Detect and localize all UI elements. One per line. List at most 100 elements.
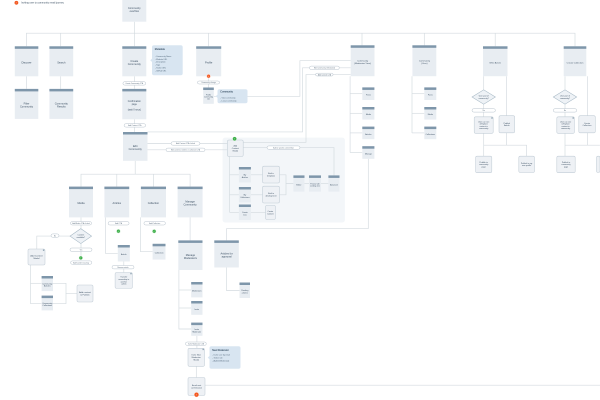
svg-text:Edit Community CTA clicked: Edit Community CTA clicked xyxy=(314,67,335,70)
svg-text:articles: articles xyxy=(242,291,248,294)
svg-text:own profile: own profile xyxy=(522,164,531,167)
svg-text:Moderator: Moderator xyxy=(192,356,201,359)
svg-text:Community: Community xyxy=(357,59,369,62)
svg-text:- Invite user by email: - Invite user by email xyxy=(213,354,231,357)
svg-text:Invite: Invite xyxy=(195,308,200,311)
svg-text:Profile: Profile xyxy=(205,60,213,64)
svg-text:Community: Community xyxy=(220,91,233,94)
svg-text:page: page xyxy=(482,166,486,168)
svg-text:Manage: Manage xyxy=(365,153,372,155)
svg-text:Collections: Collections xyxy=(426,133,435,136)
svg-text:page: page xyxy=(564,166,568,168)
svg-text:Edit content or delete or coll: Edit content or delete or collection CTA xyxy=(171,149,201,152)
svg-text:Invite Moderator CTA: Invite Moderator CTA xyxy=(188,342,205,345)
svg-text:Add CTA: Add CTA xyxy=(115,222,123,225)
svg-text:Community: Community xyxy=(20,105,34,109)
svg-text:Create Collection: Create Collection xyxy=(567,61,585,64)
svg-text:User part of: User part of xyxy=(560,95,570,98)
svg-text:✓: ✓ xyxy=(117,230,119,233)
svg-text:✓: ✓ xyxy=(153,230,155,233)
svg-text:community: community xyxy=(479,163,488,166)
svg-text:Create: Create xyxy=(130,59,138,63)
svg-text:Articles: Articles xyxy=(242,176,248,179)
svg-text:Collections: Collections xyxy=(240,196,249,199)
svg-text:Filter: Filter xyxy=(24,102,30,106)
svg-text:& Explore: & Explore xyxy=(561,123,569,126)
svg-text:- Website URL: - Website URL xyxy=(155,58,167,61)
svg-text:Content: Content xyxy=(267,212,274,215)
svg-text:✓: ✓ xyxy=(208,75,210,78)
svg-text:No: No xyxy=(564,110,566,112)
svg-text:community: community xyxy=(479,127,488,130)
svg-text:Content: Content xyxy=(77,234,84,237)
svg-text:Articles: Articles xyxy=(365,133,371,136)
svg-text:Email sent: Email sent xyxy=(192,384,202,387)
svg-text:- Community Name: - Community Name xyxy=(155,55,171,58)
svg-text:Create Community CTA: Create Community CTA xyxy=(125,82,144,85)
svg-text:Modal: Modal xyxy=(193,359,199,361)
svg-text:Editor: Editor xyxy=(296,183,301,186)
svg-text:confirmation: confirmation xyxy=(191,386,202,389)
svg-text:Yes: Yes xyxy=(80,249,83,251)
svg-text:Metadata: Metadata xyxy=(155,48,166,51)
svg-text:Transfer: Transfer xyxy=(120,276,127,279)
svg-text:Add Content CTA clicked: Add Content CTA clicked xyxy=(176,142,195,145)
svg-text:Search: Search xyxy=(57,60,66,64)
svg-text:Add Collection: Add Collection xyxy=(149,222,160,225)
svg-text:Collections: Collections xyxy=(42,304,52,307)
svg-text:Community change: Community change xyxy=(201,81,216,84)
svg-text:Community: Community xyxy=(55,102,69,106)
svg-text:- Twitter URL: - Twitter URL xyxy=(155,66,166,69)
svg-text:Add Content Journey: Add Content Journey xyxy=(73,261,89,264)
svg-text:working view: working view xyxy=(310,184,320,187)
svg-text:Media: Media xyxy=(366,114,372,116)
svg-text:Results: Results xyxy=(57,105,66,109)
svg-text:ownership to: ownership to xyxy=(118,278,129,281)
svg-text:approval: approval xyxy=(222,255,232,259)
svg-text:✓: ✓ xyxy=(234,138,236,141)
svg-text:✓: ✓ xyxy=(16,2,18,5)
svg-text:- Select role: - Select role xyxy=(213,356,223,359)
svg-text:Invite New: Invite New xyxy=(192,354,202,357)
svg-text:Manage: Manage xyxy=(186,253,196,257)
svg-text:another: another xyxy=(121,280,128,283)
svg-text:available?: available? xyxy=(77,237,86,239)
svg-text:community: community xyxy=(561,127,570,130)
svg-text:Advanced: Advanced xyxy=(330,183,338,186)
svg-text:new: new xyxy=(243,214,247,216)
svg-text:User part of: User part of xyxy=(479,95,489,98)
svg-text:Moderators: Moderators xyxy=(184,256,198,260)
svg-text:- Leave community: - Leave community xyxy=(221,99,237,102)
svg-text:Create: Create xyxy=(242,211,248,214)
svg-text:Moderator: Moderator xyxy=(192,330,201,333)
svg-text:My: My xyxy=(244,175,247,177)
svg-text:Add Media CTA clicked: Add Media CTA clicked xyxy=(72,222,89,225)
svg-text:Community: Community xyxy=(419,59,431,62)
svg-text:- [Admin/Moderator]: - [Admin/Moderator] xyxy=(213,359,230,362)
svg-text:Content: Content xyxy=(232,147,239,150)
svg-text:Confirmation: Confirmation xyxy=(128,100,142,103)
svg-text:✓: ✓ xyxy=(80,257,82,260)
svg-text:Remove article: Remove article xyxy=(117,266,128,269)
svg-text:Posts: Posts xyxy=(366,94,371,97)
svg-text:Create: Create xyxy=(584,122,591,125)
svg-text:(Moderator View): (Moderator View) xyxy=(354,62,371,65)
svg-text:✓: ✓ xyxy=(196,394,198,397)
svg-text:Invite: Invite xyxy=(195,328,200,331)
svg-text:Add Content CTA: Add Content CTA xyxy=(128,124,142,127)
svg-text:Pending: Pending xyxy=(241,290,248,292)
svg-text:& Publish: & Publish xyxy=(80,295,90,297)
svg-text:Collection: Collection xyxy=(148,201,160,205)
svg-text:community?: community? xyxy=(560,97,570,100)
svg-text:- Tags: - Tags xyxy=(155,65,160,67)
svg-text:Community: Community xyxy=(128,7,141,10)
svg-text:New Moderator: New Moderator xyxy=(212,349,229,352)
svg-text:Manage: Manage xyxy=(185,200,195,204)
svg-text:Built in: Built in xyxy=(268,172,274,175)
svg-text:Built to: Built to xyxy=(268,192,274,195)
svg-text:admin: admin xyxy=(121,284,126,286)
svg-text:Modal: Modal xyxy=(233,150,239,152)
svg-text:Create: Create xyxy=(268,210,274,213)
svg-text:User can see: User can see xyxy=(560,120,571,123)
svg-text:Collection: Collection xyxy=(155,252,164,255)
